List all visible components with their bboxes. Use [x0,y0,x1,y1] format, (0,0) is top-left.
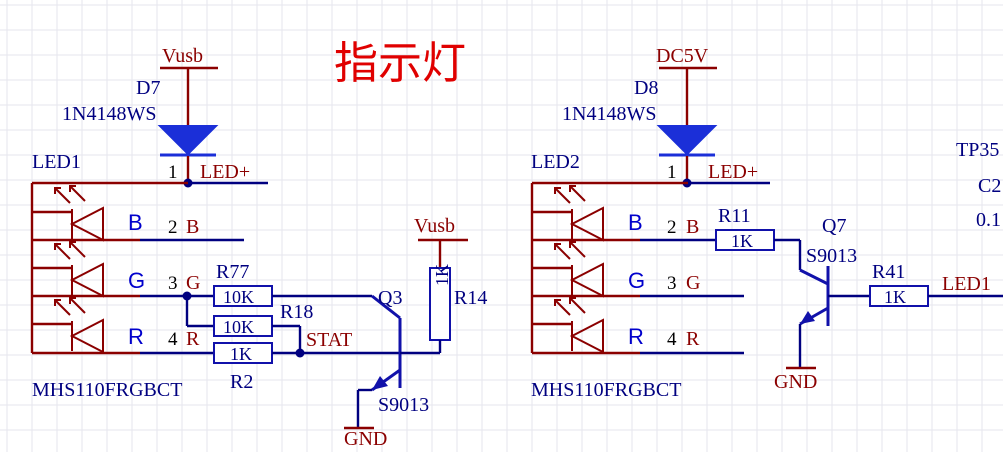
channel-label-b: B [128,210,143,235]
resistor-r77-ref: R77 [216,261,249,283]
net-label-led1: LED1 [942,273,991,295]
transistor-q3-ref: Q3 [378,287,402,309]
diode-d8-part: 1N4148WS [562,103,656,125]
led1-ref: LED1 [32,151,81,173]
resistor-r14-ref: R14 [454,287,487,309]
gnd-label-right: GND [774,371,817,393]
diode-d7[interactable] [157,125,219,157]
transistor-q3[interactable] [371,318,440,392]
pin-number-4-right: 4 [667,329,677,350]
net-label-stat: STAT [306,329,352,351]
pin-number-1-right: 1 [667,162,677,183]
gnd-label-left: GND [344,428,387,450]
net-label-b: B [186,216,199,238]
pin-number-4: 4 [168,329,178,350]
page-title: 指示灯 [334,38,466,89]
partial-label-c: C2 [978,175,1001,197]
pin-number-1: 1 [168,162,178,183]
channel-label-g-right: G [628,268,645,293]
resistor-r11-ref: R11 [718,205,751,227]
transistor-q7[interactable] [799,266,870,326]
resistor-r2-ref: R2 [230,371,253,393]
resistor-r41-ref: R41 [872,261,905,283]
diode-d7-part: 1N4148WS [62,103,156,125]
transistor-q7-ref: Q7 [822,215,846,237]
resistor-r11-value: 1K [731,231,753,251]
diode-d8-ref: D8 [634,77,658,99]
resistor-r14-value: 1K [432,264,452,286]
diode-d8[interactable] [656,125,718,157]
channel-label-r: R [128,324,144,349]
pin-number-3: 3 [168,273,178,294]
diode-d7-ref: D7 [136,77,160,99]
partial-label-value: 0.1 [976,209,1001,231]
resistor-r18-ref: R18 [280,301,313,323]
net-label-b-right: B [686,216,699,238]
pin-number-2: 2 [168,217,178,238]
net-label-g-right: G [686,272,700,294]
led2-rgb-symbol[interactable] [530,181,688,355]
net-label-g: G [186,272,200,294]
resistor-r18-value: 10K [223,317,254,337]
partial-label-tp: TP35 [956,139,999,161]
resistor-r41-value: 1K [884,287,906,307]
left-circuit: Vusb D7 1N4148WS 1 LED+ LED1 [30,45,487,450]
supply-label-vusb-r14: Vusb [414,215,455,237]
supply-label-dc5v: DC5V [656,45,709,67]
net-label-r-right: R [686,328,700,350]
net-label-led-plus: LED+ [200,161,250,183]
led1-rgb-symbol[interactable] [30,181,188,355]
supply-label-vusb: Vusb [162,45,203,67]
transistor-q7-part: S9013 [806,245,857,267]
led2-part: MHS110FRGBCT [531,379,681,401]
net-label-led-plus-right: LED+ [708,161,758,183]
transistor-q3-part: S9013 [378,394,429,416]
resistor-r77-value: 10K [223,287,254,307]
channel-label-r-right: R [628,324,644,349]
net-label-r: R [186,328,200,350]
channel-label-b-right: B [628,210,643,235]
led1-part: MHS110FRGBCT [32,379,182,401]
resistor-r2-value: 1K [230,344,252,364]
right-circuit: DC5V D8 1N4148WS 1 LED+ LED2 MHS110FRGBC… [530,45,1003,401]
pin-number-2-right: 2 [667,217,677,238]
pin-number-3-right: 3 [667,273,677,294]
led2-ref: LED2 [531,151,580,173]
channel-label-g: G [128,268,145,293]
